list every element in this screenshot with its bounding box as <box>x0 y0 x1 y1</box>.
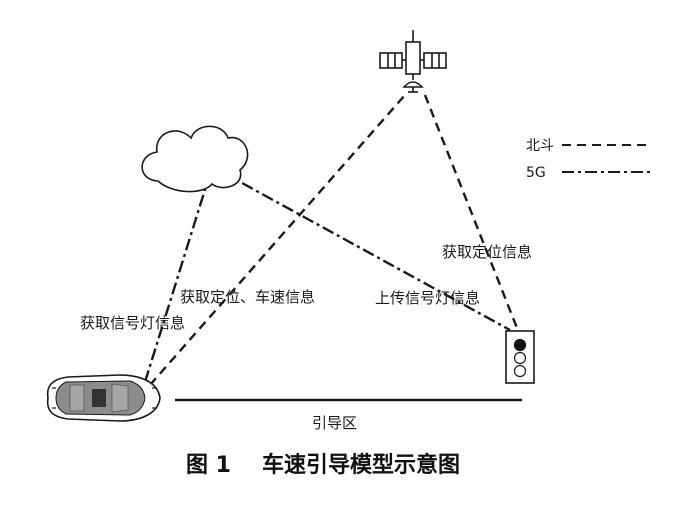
label-get-location-speed: 获取定位、车速信息 <box>180 288 315 306</box>
legend-5g-label: 5G <box>526 165 546 181</box>
label-get-signal: 获取信号灯信息 <box>80 314 185 332</box>
caption-title: 车速引导模型示意图 <box>262 452 460 478</box>
legend-beidou-label: 北斗 <box>526 138 554 154</box>
green-light <box>513 364 527 378</box>
label-get-location-right: 获取定位信息 <box>442 243 532 261</box>
beidou-link-satellite-light <box>423 94 519 329</box>
cloud-icon <box>141 125 249 193</box>
traffic-light-icon <box>505 330 535 384</box>
red-light <box>513 338 527 352</box>
yellow-light <box>513 351 527 365</box>
label-guidance-zone: 引导区 <box>312 414 357 432</box>
satellite-icon <box>379 30 447 93</box>
caption-figure-number: 图 1 <box>186 453 231 478</box>
label-upload-signal: 上传信号灯信息 <box>375 289 480 307</box>
legend: 北斗 5G <box>526 138 652 181</box>
fiveg-link-cloud-light <box>221 170 511 332</box>
beidou-link-car-satellite <box>149 94 406 386</box>
car-icon <box>46 374 161 422</box>
fiveg-link-car-cloud <box>143 179 210 383</box>
